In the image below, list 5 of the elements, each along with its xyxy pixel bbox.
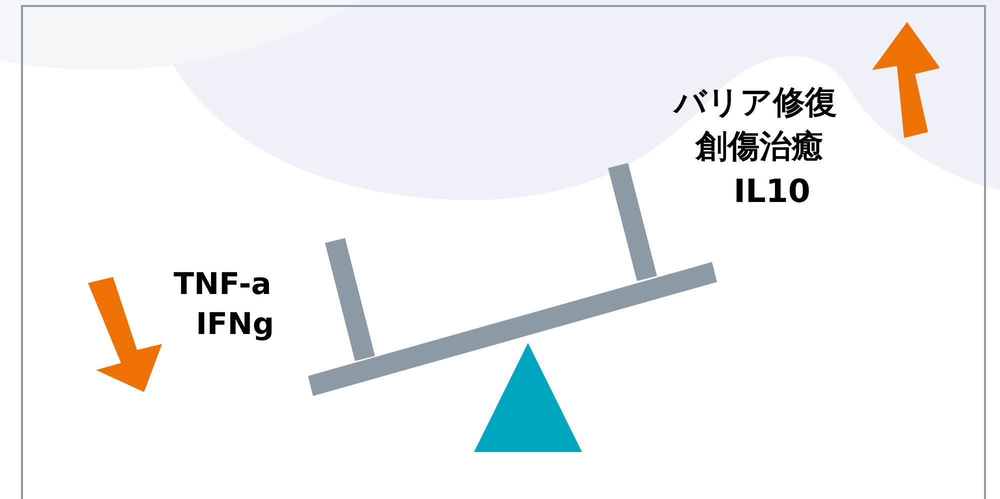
label-text: バリア修復 <box>672 86 838 118</box>
label-text: 創傷治癒 <box>694 130 824 162</box>
label-text: IL10 <box>732 175 812 207</box>
label-text: TNF-a <box>172 270 272 300</box>
label-text: IFNg <box>194 310 276 340</box>
